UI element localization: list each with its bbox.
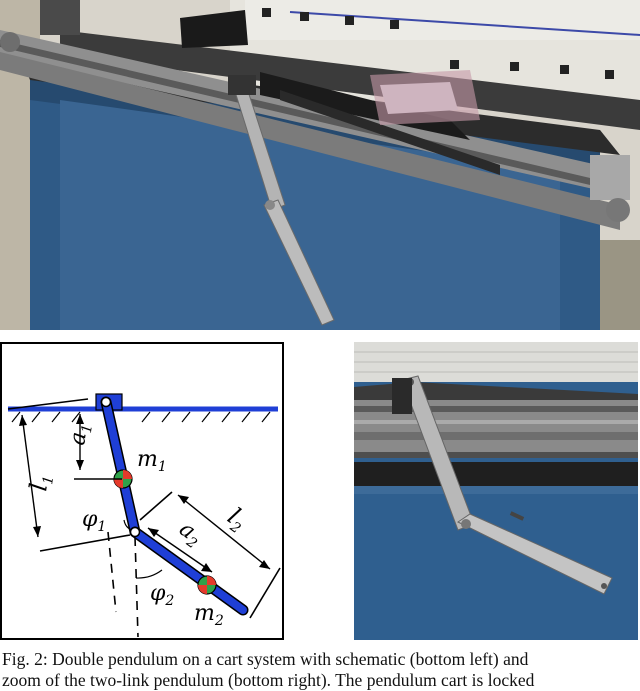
schematic-diagram: a1 l1 m1 φ1 a2 l2 φ2 m2 xyxy=(0,342,284,640)
pendulum-schematic: a1 l1 m1 φ1 a2 l2 φ2 m2 xyxy=(0,342,284,640)
com-marker-1 xyxy=(113,469,133,489)
caption-line-2: zoom of the two-link pendulum (bottom ri… xyxy=(2,670,535,690)
label-m2: m2 xyxy=(194,601,224,629)
label-a1: a1 xyxy=(65,422,96,448)
label-l1: l1 xyxy=(24,472,57,493)
pendulum-zoom-photo xyxy=(354,342,638,640)
zoom-photo-image xyxy=(354,342,638,640)
label-phi2: φ2 xyxy=(150,581,174,609)
figure-caption: Fig. 2: Double pendulum on a cart system… xyxy=(2,649,638,691)
top-photo xyxy=(0,0,640,330)
label-phi1: φ1 xyxy=(82,507,106,535)
caption-line-1: Fig. 2: Double pendulum on a cart system… xyxy=(2,649,529,669)
label-m1: m1 xyxy=(137,447,167,475)
cart-system-photo xyxy=(0,0,640,330)
com-marker-2 xyxy=(197,575,217,595)
